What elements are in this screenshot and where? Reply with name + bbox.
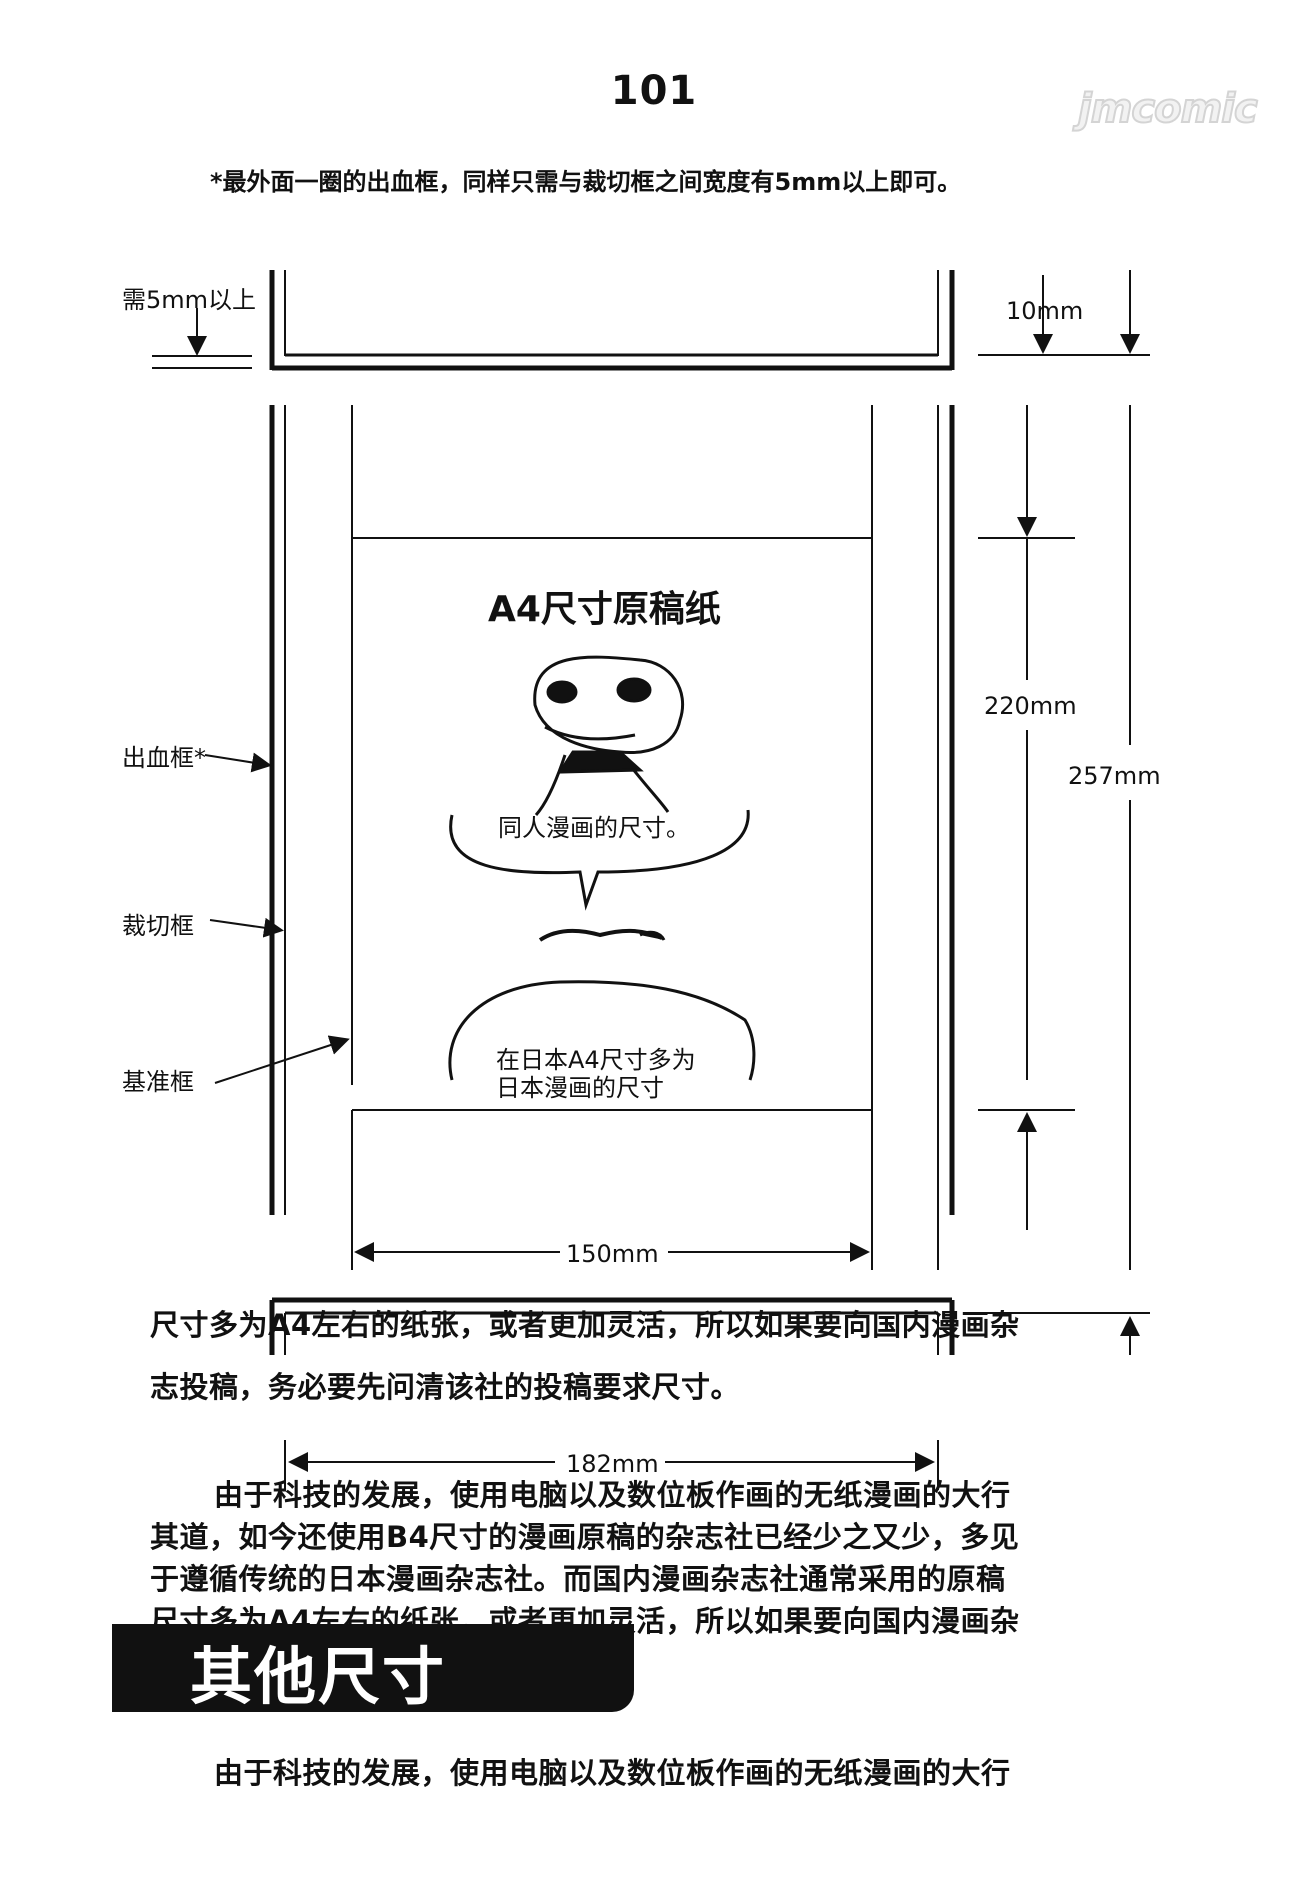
body-lower-line2: 于遵循传统的日本漫画杂志社。而国内漫画杂志社通常采用的原稿 [150, 1562, 1006, 1596]
body-upper-partial-line: 尺寸多为A4左右的纸张，或者更加灵活，所以如果要向国内漫画杂 [150, 1308, 1122, 1346]
label-need-5mm: 需5mm以上 [122, 286, 257, 314]
label-257mm: 257mm [1068, 762, 1161, 790]
label-220mm: 220mm [984, 692, 1077, 720]
bottom-partial-text: 由于科技的发展，使用电脑以及数位板作画的无纸漫画的大行 [214, 1756, 1011, 1790]
panda-illustration [533, 655, 685, 942]
paper-size-diagram [152, 270, 1150, 1490]
body-lower-line1: 其道，如今还使用B4尺寸的漫画原稿的杂志社已经少之又少，多见 [150, 1520, 1020, 1554]
body-lower-line0: 由于科技的发展，使用电脑以及数位板作画的无纸漫画的大行 [214, 1478, 1011, 1512]
label-10mm: 10mm [1006, 297, 1084, 325]
label-bleed-frame: 出血框* [122, 744, 206, 772]
label-base-frame: 基准框 [122, 1068, 194, 1096]
bottom-partial-line: 由于科技的发展，使用电脑以及数位板作画的无纸漫画的大行 [150, 1752, 1122, 1790]
label-182mm: 182mm [566, 1450, 659, 1478]
bubble1-text: 同人漫画的尺寸。 [498, 814, 690, 842]
section-title: 其他尺寸 [190, 1640, 447, 1713]
label-150mm: 150mm [566, 1240, 659, 1268]
a4-title: A4尺寸原稿纸 [488, 589, 721, 630]
body-upper-line1: 志投稿，务必要先问清该社的投稿要求尺寸。 [150, 1370, 741, 1404]
note-text: *最外面一圈的出血框，同样只需与裁切框之间宽度有5mm以上即可。 [210, 168, 962, 196]
body-lower-line3: 尺寸多为A4左右的纸张，或者更加灵活，所以如果要向国内漫画杂 [150, 1604, 1020, 1638]
page-number: 101 [610, 68, 698, 114]
bubble2-line1: 在日本A4尺寸多为 [496, 1046, 696, 1074]
label-trim-frame: 裁切框 [122, 912, 194, 940]
watermark-logo: jmcomic [1077, 85, 1259, 133]
bubble2-line2: 日本漫画的尺寸 [496, 1074, 664, 1102]
section-banner [112, 1624, 634, 1712]
body-upper-partial-text: 尺寸多为A4左右的纸张，或者更加灵活，所以如果要向国内漫画杂 [150, 1308, 1020, 1342]
